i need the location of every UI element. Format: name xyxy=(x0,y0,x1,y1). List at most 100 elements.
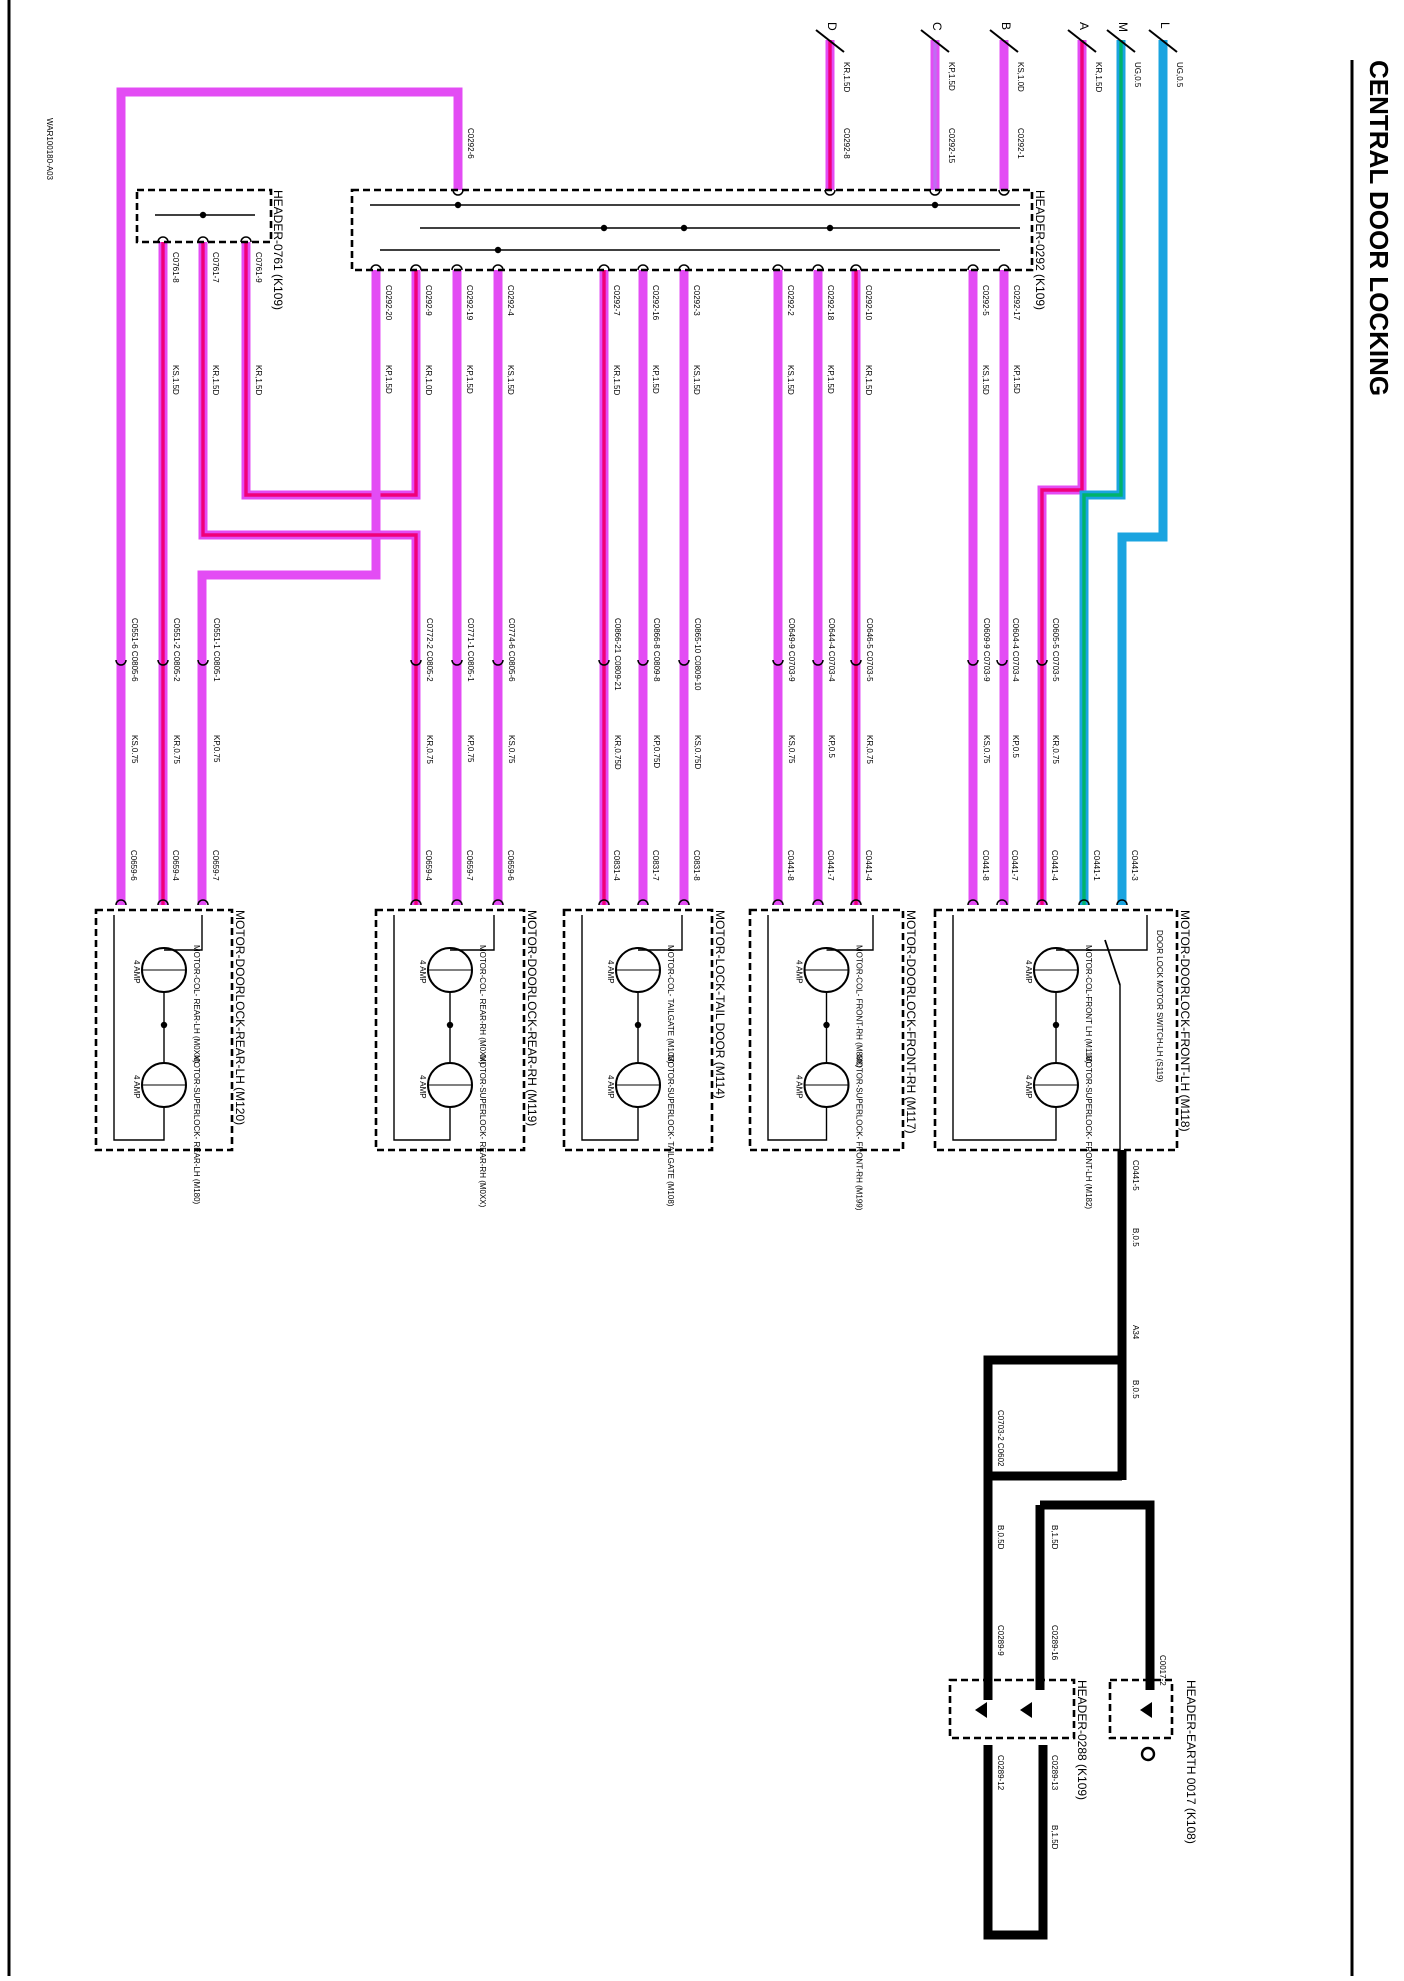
module-title-0: MOTOR-DOORLOCK-FRONT-LH (M118) xyxy=(1178,910,1192,1132)
header-0761-wire-1: KR,1.5D xyxy=(211,365,220,395)
splice-conn-10: C0771-1 C0805-1 xyxy=(466,618,475,682)
input-wire-C: KP,1.5D xyxy=(947,62,956,91)
header-out-pin-1 xyxy=(967,264,979,271)
wire-in-m-base xyxy=(1079,40,1126,905)
module-pin-label-9: C0831-7 xyxy=(651,850,660,881)
wire-in-l xyxy=(1117,40,1168,905)
motor-super-label-0: MOTOR-SUPERLOCK- FRONT-LH (M182) xyxy=(1084,1055,1093,1209)
module-frame-0 xyxy=(952,915,1057,1141)
module-pin-13 xyxy=(410,899,422,906)
header-out-wire-3: KP,1.5D xyxy=(826,365,835,394)
splice-wire-12: KP,0.75 xyxy=(212,735,221,763)
header-0761-wire-2: KR,1.5D xyxy=(254,365,263,395)
amp-label-col-0: 4 AMP xyxy=(1024,960,1033,984)
splice-conn-8: C0866-21 C0809-21 xyxy=(613,618,622,691)
header-out-conn-1: C0292-5 xyxy=(981,285,990,316)
header-0292-box xyxy=(350,188,1034,272)
header-0761-conn-0: C0761-8 xyxy=(171,252,180,283)
module-pin-0 xyxy=(1116,899,1128,906)
ground-arrow-0 xyxy=(975,1702,987,1718)
module-pin-11 xyxy=(492,899,504,906)
header-out-wire-11: KP,1.5D xyxy=(384,365,393,394)
splice-mark-5 xyxy=(772,659,784,666)
splice-wire-6: KS,0.75D xyxy=(693,735,702,769)
motor-modules: MOTOR-DOORLOCK-FRONT-LH (M118) MOTOR-COL-… xyxy=(94,908,1192,1211)
motor-col-label-4: MOTOR-COL- REAR-LH (M0XX) xyxy=(192,945,201,1063)
wire-0761-7-stripe xyxy=(201,242,418,905)
header-0761-pin-2 xyxy=(240,236,252,243)
header-out-conn-10: C0292-9 xyxy=(424,285,433,316)
splice-mark-8 xyxy=(598,659,610,666)
motor-super-label-4: MOTOR-SUPERLOCK- REAR-LH (M180) xyxy=(192,1055,201,1205)
wire-out-11 xyxy=(197,270,381,905)
splice-mark-4 xyxy=(812,659,824,666)
splice-conn-7: C0866-8 C0809-8 xyxy=(652,618,661,682)
module-pin-16 xyxy=(115,899,127,906)
module-pin-12 xyxy=(451,899,463,906)
ground-arrow-1 xyxy=(1020,1702,1032,1718)
header-out-conn-11: C0292-20 xyxy=(384,285,393,321)
header-out-pin-7 xyxy=(598,264,610,271)
splice-mark-11 xyxy=(410,659,422,666)
header-out-wire-6: KP,1.5D xyxy=(651,365,660,394)
module-pin-label-1: C0441-1 xyxy=(1092,850,1101,881)
input-wire-L: UG,0.5 xyxy=(1175,62,1184,88)
module-pin-4 xyxy=(967,899,979,906)
header-0288-box xyxy=(948,1678,1076,1740)
splice-conn-3: C0646-5 C0703-5 xyxy=(865,618,874,682)
door-switch-label: DOOR LOCK MOTOR SWITCH-LH (S119) xyxy=(1155,930,1164,1083)
header-0292-in-conn: C0292-6 xyxy=(466,128,475,159)
input-letter-B: B xyxy=(999,22,1013,30)
header-out-wire-4: KS,1.5D xyxy=(786,365,795,395)
input-letter-C: C xyxy=(930,22,944,31)
amp-label-super-0: 4 AMP xyxy=(1024,1075,1033,1099)
motor-super-label-1: MOTOR-SUPERLOCK- FRONT-RH (M199) xyxy=(855,1055,864,1211)
header-out-wire-9: KP,1.5D xyxy=(465,365,474,394)
ground-wire-main xyxy=(983,1150,1127,1481)
splice-mark-2 xyxy=(967,659,979,666)
module-feed-0 xyxy=(1056,915,1148,951)
module-pin-label-3: C0441-7 xyxy=(1010,850,1019,881)
diagram-title: CENTRAL DOOR LOCKING xyxy=(1364,60,1394,396)
door-switch-blade xyxy=(1104,939,1121,986)
input-wire-D: KR,1.5D xyxy=(842,62,851,92)
splice-conn-0: C0605-5 C0703-5 xyxy=(1051,618,1060,682)
splice-wire-11: KR,0.75 xyxy=(425,735,434,764)
splice-wire-9: KS,0.75 xyxy=(507,735,516,764)
motor-col-label-1: MOTOR-COL- FRONT-RH (M838) xyxy=(855,945,864,1068)
input-conn-B: C0292-1 xyxy=(1016,128,1025,159)
wire-in-a-base xyxy=(1037,40,1087,905)
module-pin-label-2: C0441-4 xyxy=(1050,850,1059,881)
splice-wire-2: KS,0.75 xyxy=(982,735,991,764)
input-letter-M: M xyxy=(1116,22,1130,32)
splice-conn-6: C0865-10 C0809-10 xyxy=(693,618,702,691)
header-earth-box xyxy=(1108,1678,1174,1740)
header-in-pin-2 xyxy=(929,189,941,196)
header-in-pin-1 xyxy=(824,189,836,196)
module-pin-2 xyxy=(1036,899,1048,906)
header-out-pin-3 xyxy=(812,264,824,271)
input-wire-A: KR,1.5D xyxy=(1094,62,1103,92)
input-break-D xyxy=(815,29,845,53)
ground-splice-a34: A34 xyxy=(1131,1325,1140,1340)
header-0761-label: HEADER-0761 (K109) xyxy=(271,190,285,310)
wire-layer xyxy=(115,29,1178,1336)
header-0292-label: HEADER-0292 (K109) xyxy=(1033,190,1047,310)
wire-out-11-base xyxy=(197,270,381,905)
splice-conn-9: C0774-6 C0805-6 xyxy=(507,618,516,682)
splice-conn-4: C0644-4 C0703-4 xyxy=(827,618,836,682)
header-out-pin-2 xyxy=(850,264,862,271)
amp-label-super-2: 4 AMP xyxy=(606,1075,615,1099)
module-pin-9 xyxy=(637,899,649,906)
module-pin-label-6: C0441-7 xyxy=(826,850,835,881)
module-frame-1 xyxy=(767,915,828,1141)
header-bus xyxy=(155,204,1020,251)
splice-mark-13 xyxy=(157,659,169,666)
splice-conn-14: C0551-6 C0805-6 xyxy=(130,618,139,682)
module-feed-4 xyxy=(164,915,203,951)
header-0288-label: HEADER-0288 (K109) xyxy=(1075,1680,1089,1800)
header-out-pin-6 xyxy=(637,264,649,271)
ground-conn-c0289-16: C0289-16 xyxy=(1050,1625,1059,1661)
header-0761-box xyxy=(135,188,273,244)
